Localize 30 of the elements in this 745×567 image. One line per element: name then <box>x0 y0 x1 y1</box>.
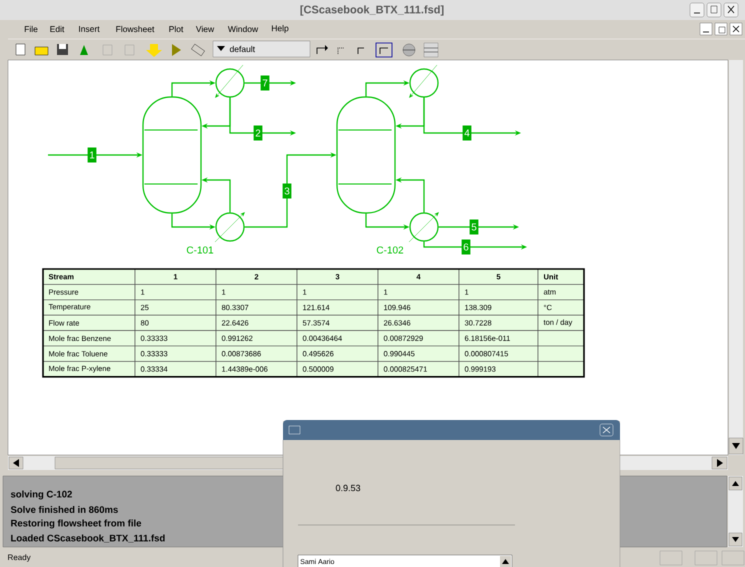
menu-item: Help <box>272 25 288 33</box>
stream-number: 2 <box>254 126 262 140</box>
unit-label: C-101 <box>186 246 214 254</box>
heat-exchanger <box>408 212 439 242</box>
stream-number: 1 <box>88 148 96 162</box>
menu-item: Edit <box>50 26 64 32</box>
stream-number: 6 <box>462 240 470 254</box>
log-line: Solve finished in 860ms <box>10 506 118 513</box>
menu-item: File <box>24 26 38 32</box>
log-line: Loaded CScasebook_BTX_111.fsd <box>11 534 165 543</box>
stream-number: 3 <box>282 184 292 198</box>
stream-number: 4 <box>462 126 472 140</box>
menu-item: View <box>196 26 214 32</box>
distillation-column <box>142 96 202 214</box>
log-line: solving C-102 <box>10 490 72 500</box>
menu-item: Window <box>228 26 258 32</box>
menu-item: Flowsheet <box>116 26 154 32</box>
stream-number: 7 <box>260 76 270 90</box>
menu-item: Plot <box>169 26 184 32</box>
heat-exchanger <box>214 212 245 242</box>
menu-item: Insert <box>79 26 100 32</box>
stream-number: 5 <box>470 220 478 234</box>
unit-label: C-102 <box>376 246 404 254</box>
heat-exchanger <box>215 64 245 98</box>
version-text: 0.9.53 <box>336 484 360 492</box>
dropdown: default <box>212 40 310 58</box>
title-bar: [CScasebook_BTX_111.fsd] <box>0 0 745 20</box>
heat-exchanger <box>409 64 439 98</box>
log-line: Restoring flowsheet from file <box>11 520 142 528</box>
distillation-column <box>336 96 396 214</box>
